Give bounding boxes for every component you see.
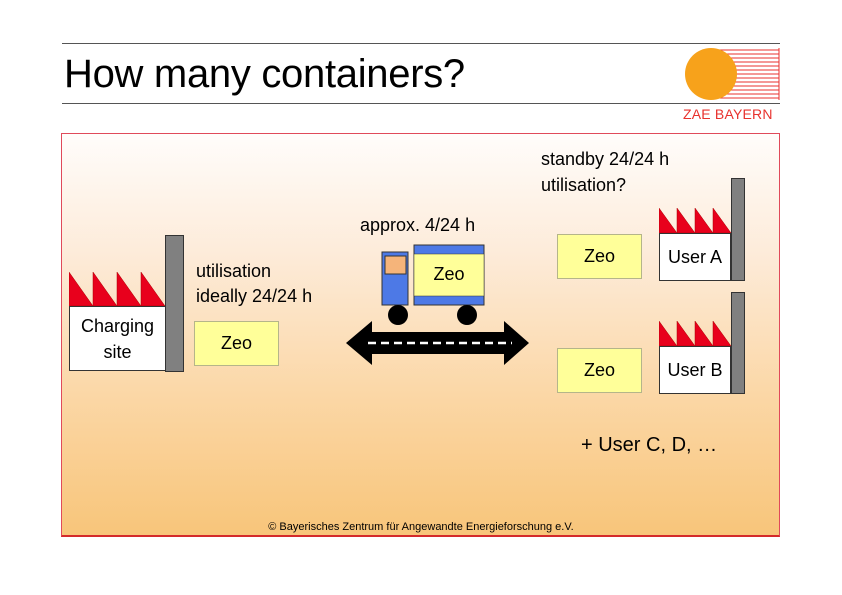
user-b-roof-icon — [659, 321, 731, 347]
bottom-rule — [62, 103, 780, 104]
truck-icon — [381, 244, 485, 325]
user-a-roof-icon — [659, 208, 731, 234]
user-b-label: User B — [667, 360, 723, 380]
page-title: How many containers? — [64, 52, 465, 96]
user-b-wall — [731, 292, 745, 394]
charging-utilisation-line2: ideally 24/24 h — [196, 286, 313, 306]
user-a-container: Zeo — [557, 234, 642, 279]
users-utilisation-text: utilisation? — [541, 175, 627, 195]
copyright-footer: © Bayerisches Zentrum für Angewandte Ene… — [268, 521, 574, 533]
charging-site-label-2: site — [103, 342, 132, 362]
truck-container-label: Zeo — [433, 264, 465, 284]
top-rule — [62, 43, 780, 44]
charging-site-roof-icon — [69, 272, 166, 307]
more-users-text: + User C, D, … — [581, 434, 718, 456]
user-b-building: User B — [659, 346, 731, 394]
charging-utilisation-line1: utilisation — [196, 261, 272, 281]
charging-container: Zeo — [194, 321, 279, 366]
logo-text: ZAE BAYERN — [683, 106, 773, 122]
transport-double-arrow-icon[interactable] — [346, 318, 530, 368]
charging-site-label-1: Charging — [80, 316, 155, 336]
truck-duration: approx. 4/24 h — [360, 215, 476, 235]
user-a-building: User A — [659, 233, 731, 281]
user-a-label: User A — [667, 247, 723, 267]
user-b-container: Zeo — [557, 348, 642, 393]
users-standby-text: standby 24/24 h — [541, 149, 670, 169]
charging-site-building: Charging site — [69, 306, 166, 371]
charging-site-wall — [165, 235, 184, 372]
zae-logo-icon — [685, 48, 780, 100]
user-a-wall — [731, 178, 745, 281]
